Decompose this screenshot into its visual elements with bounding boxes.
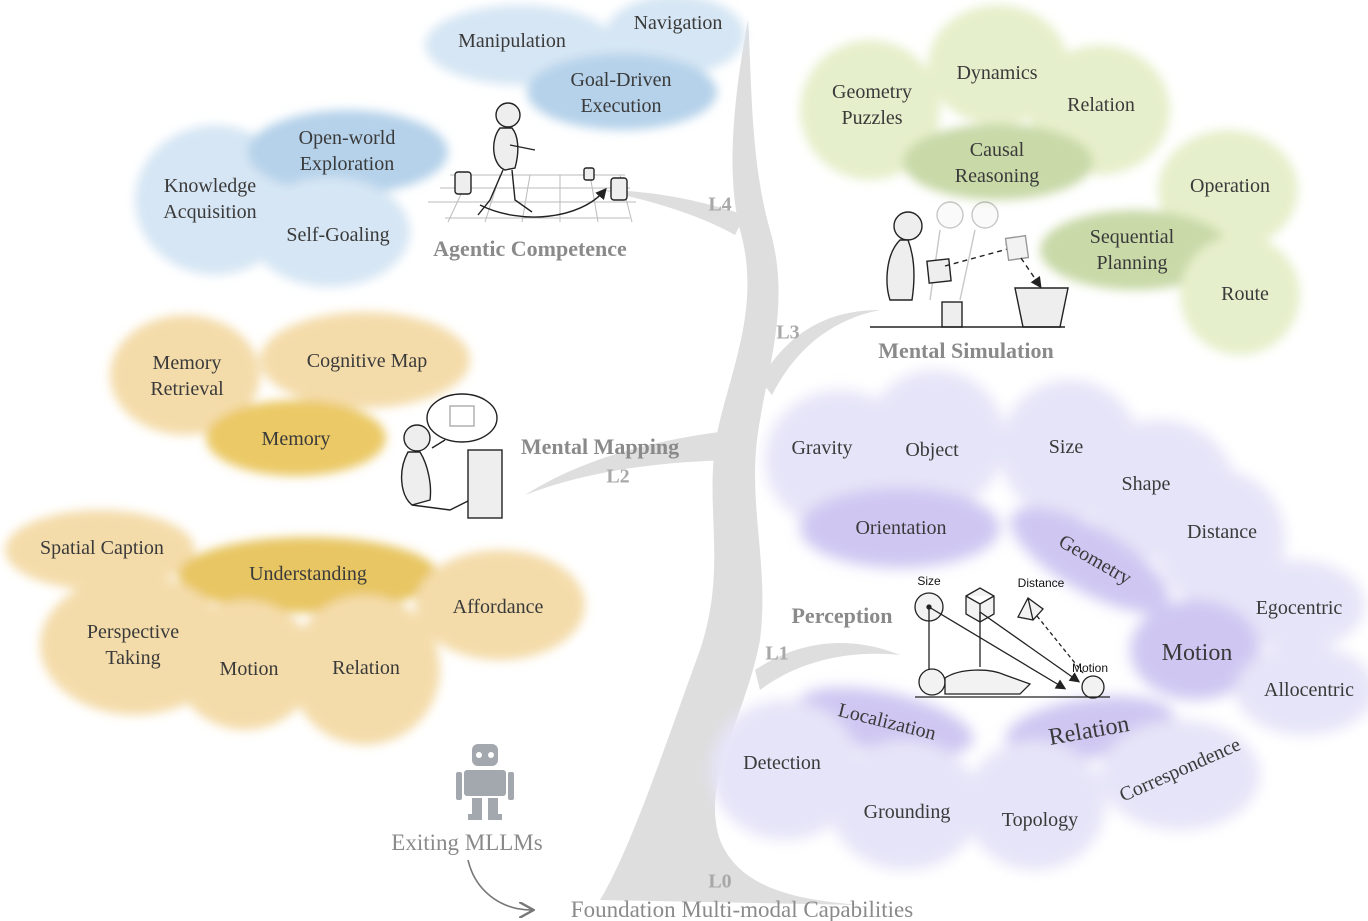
level-l1: L1 bbox=[765, 642, 789, 665]
label-spatial-caption: Spatial Caption bbox=[40, 537, 164, 559]
label-navigation: Navigation bbox=[633, 12, 723, 34]
level-l3: L3 bbox=[776, 321, 800, 344]
label-gravity: Gravity bbox=[791, 437, 853, 459]
label-allocentric: Allocentric bbox=[1264, 679, 1354, 701]
simulation-blobs bbox=[800, 5, 1300, 355]
label-motion-mapping: Motion bbox=[219, 658, 279, 680]
label-dynamics: Dynamics bbox=[956, 62, 1038, 84]
mapping-blobs bbox=[5, 312, 585, 745]
label-motion-perception: Motion bbox=[1161, 640, 1233, 666]
agentic-blobs bbox=[135, 0, 745, 287]
level-l4: L4 bbox=[708, 193, 732, 216]
label-relation-sim: Relation bbox=[1067, 94, 1135, 116]
label-shape: Shape bbox=[1121, 473, 1171, 495]
curved-arrow bbox=[467, 859, 532, 910]
label-operation: Operation bbox=[1190, 175, 1270, 197]
illus-label-motion: Motion bbox=[1071, 661, 1109, 675]
label-cognitive-map: Cognitive Map bbox=[306, 350, 428, 372]
simulation-illustration bbox=[870, 201, 1069, 328]
label-understanding: Understanding bbox=[249, 563, 367, 585]
title-agentic-competence: Agentic Competence bbox=[433, 236, 627, 261]
label-foundation-capabilities: Foundation Multi-modal Capabilities bbox=[570, 897, 914, 921]
label-existing-mllms: Exiting MLLMs bbox=[391, 830, 543, 855]
robot-icon bbox=[456, 744, 514, 820]
tree-trunk bbox=[525, 20, 900, 905]
label-self-goaling: Self-Goaling bbox=[286, 224, 390, 246]
illus-label-size: Size bbox=[917, 574, 941, 588]
label-relation-mapping: Relation bbox=[332, 657, 400, 679]
label-detection: Detection bbox=[743, 752, 821, 774]
label-affordance: Affordance bbox=[452, 596, 544, 618]
perception-illustration bbox=[914, 587, 1110, 699]
level-l2: L2 bbox=[606, 465, 630, 488]
title-mental-simulation: Mental Simulation bbox=[878, 338, 1054, 363]
level-l0: L0 bbox=[708, 870, 732, 893]
label-memory: Memory bbox=[261, 428, 331, 450]
illus-label-distance: Distance bbox=[1017, 576, 1065, 590]
label-grounding: Grounding bbox=[863, 801, 951, 823]
label-egocentric: Egocentric bbox=[1255, 597, 1343, 619]
mapping-illustration bbox=[401, 393, 503, 519]
agentic-illustration bbox=[428, 102, 636, 223]
label-distance: Distance bbox=[1187, 521, 1257, 543]
label-route: Route bbox=[1221, 283, 1269, 305]
label-topology: Topology bbox=[1001, 809, 1079, 831]
label-orientation: Orientation bbox=[855, 517, 947, 539]
title-perception: Perception bbox=[791, 603, 893, 628]
label-size: Size bbox=[1048, 436, 1084, 458]
label-manipulation: Manipulation bbox=[458, 30, 566, 52]
title-mental-mapping: Mental Mapping bbox=[520, 434, 680, 459]
label-object: Object bbox=[905, 439, 959, 461]
perception-blobs bbox=[710, 370, 1368, 870]
